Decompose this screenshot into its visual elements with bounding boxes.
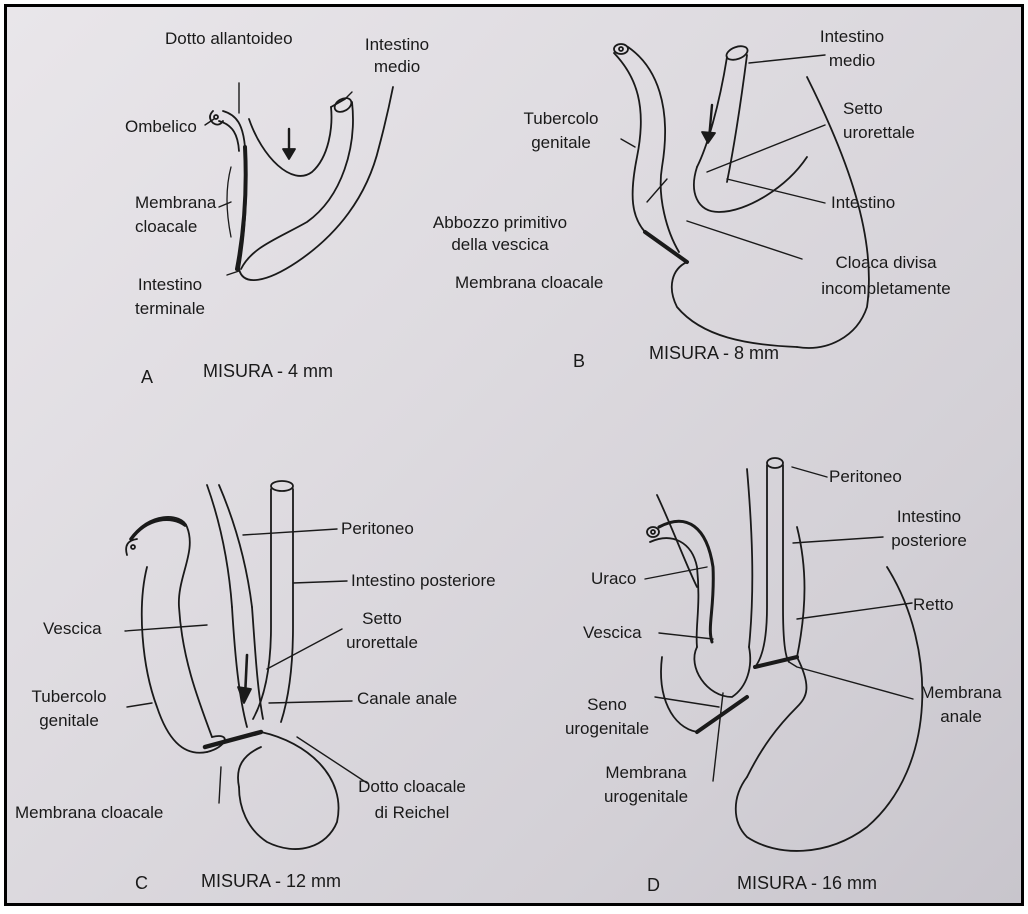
panel-d-letter: D bbox=[647, 875, 660, 895]
label-vescica-d: Vescica bbox=[583, 623, 642, 643]
label-intestino-medio-a-2: medio bbox=[357, 57, 437, 77]
panel-b-letter: B bbox=[573, 351, 585, 371]
label-membrana-urogenitale-1: Membrana bbox=[591, 763, 701, 783]
label-intestino-b: Intestino bbox=[831, 193, 895, 213]
label-canale-anale: Canale anale bbox=[357, 689, 457, 709]
label-membrana-cloacale-c: Membrana cloacale bbox=[15, 803, 163, 823]
label-seno-urogenitale-1: Seno bbox=[559, 695, 655, 715]
panel-c-caption: MISURA - 12 mm bbox=[201, 871, 341, 891]
label-intestino-posteriore-d-2: posteriore bbox=[881, 531, 977, 551]
label-tubercolo-genitale-b-2: genitale bbox=[513, 133, 609, 153]
label-tubercolo-genitale-c-1: Tubercolo bbox=[19, 687, 119, 707]
label-dotto-cloacale-1: Dotto cloacale bbox=[347, 777, 477, 797]
label-membrana-cloacale-b: Membrana cloacale bbox=[455, 273, 603, 293]
label-seno-urogenitale-2: urogenitale bbox=[559, 719, 655, 739]
label-peritoneo-d: Peritoneo bbox=[829, 467, 902, 487]
label-membrana-urogenitale-2: urogenitale bbox=[591, 787, 701, 807]
label-tubercolo-genitale-c-2: genitale bbox=[19, 711, 119, 731]
label-vescica-c: Vescica bbox=[43, 619, 102, 639]
label-intestino-posteriore-d-1: Intestino bbox=[881, 507, 977, 527]
panel-d-caption: MISURA - 16 mm bbox=[737, 873, 877, 893]
label-tubercolo-genitale-b-1: Tubercolo bbox=[513, 109, 609, 129]
label-cloaca-divisa-1: Cloaca divisa bbox=[797, 253, 975, 273]
panel-a-letter: A bbox=[141, 367, 153, 387]
label-membrana-cloacale-a-2: cloacale bbox=[135, 217, 197, 237]
label-intestino-posteriore-c: Intestino posteriore bbox=[351, 571, 496, 591]
label-setto-urorettale-c-2: urorettale bbox=[337, 633, 427, 653]
label-uraco: Uraco bbox=[591, 569, 636, 589]
label-setto-urorettale-b-1: Setto bbox=[843, 99, 883, 119]
label-ombelico: Ombelico bbox=[125, 117, 197, 137]
panel-c-drawing bbox=[126, 481, 338, 849]
label-intestino-medio-b-1: Intestino bbox=[807, 27, 897, 47]
label-intestino-medio-b-2: medio bbox=[807, 51, 897, 71]
label-abbozzo-2: della vescica bbox=[425, 235, 575, 255]
label-membrana-anale-2: anale bbox=[911, 707, 1011, 727]
label-peritoneo-c: Peritoneo bbox=[341, 519, 414, 539]
label-dotto-allantoideo: Dotto allantoideo bbox=[165, 29, 293, 49]
panel-a-drawing bbox=[210, 87, 393, 280]
label-setto-urorettale-b-2: urorettale bbox=[843, 123, 915, 143]
label-membrana-cloacale-a-1: Membrana bbox=[135, 193, 216, 213]
panel-a-caption: MISURA - 4 mm bbox=[203, 361, 333, 381]
label-intestino-terminale-1: Intestino bbox=[125, 275, 215, 295]
label-dotto-cloacale-2: di Reichel bbox=[347, 803, 477, 823]
label-setto-urorettale-c-1: Setto bbox=[337, 609, 427, 629]
panel-c-letter: C bbox=[135, 873, 148, 893]
label-intestino-medio-a-1: Intestino bbox=[357, 35, 437, 55]
label-intestino-terminale-2: terminale bbox=[125, 299, 215, 319]
figure: Dotto allantoideo Intestino medio Ombeli… bbox=[4, 4, 1024, 906]
label-abbozzo-1: Abbozzo primitivo bbox=[425, 213, 575, 233]
label-retto: Retto bbox=[913, 595, 954, 615]
label-cloaca-divisa-2: incompletamente bbox=[797, 279, 975, 299]
panel-b-caption: MISURA - 8 mm bbox=[649, 343, 779, 363]
label-membrana-anale-1: Membrana bbox=[911, 683, 1011, 703]
